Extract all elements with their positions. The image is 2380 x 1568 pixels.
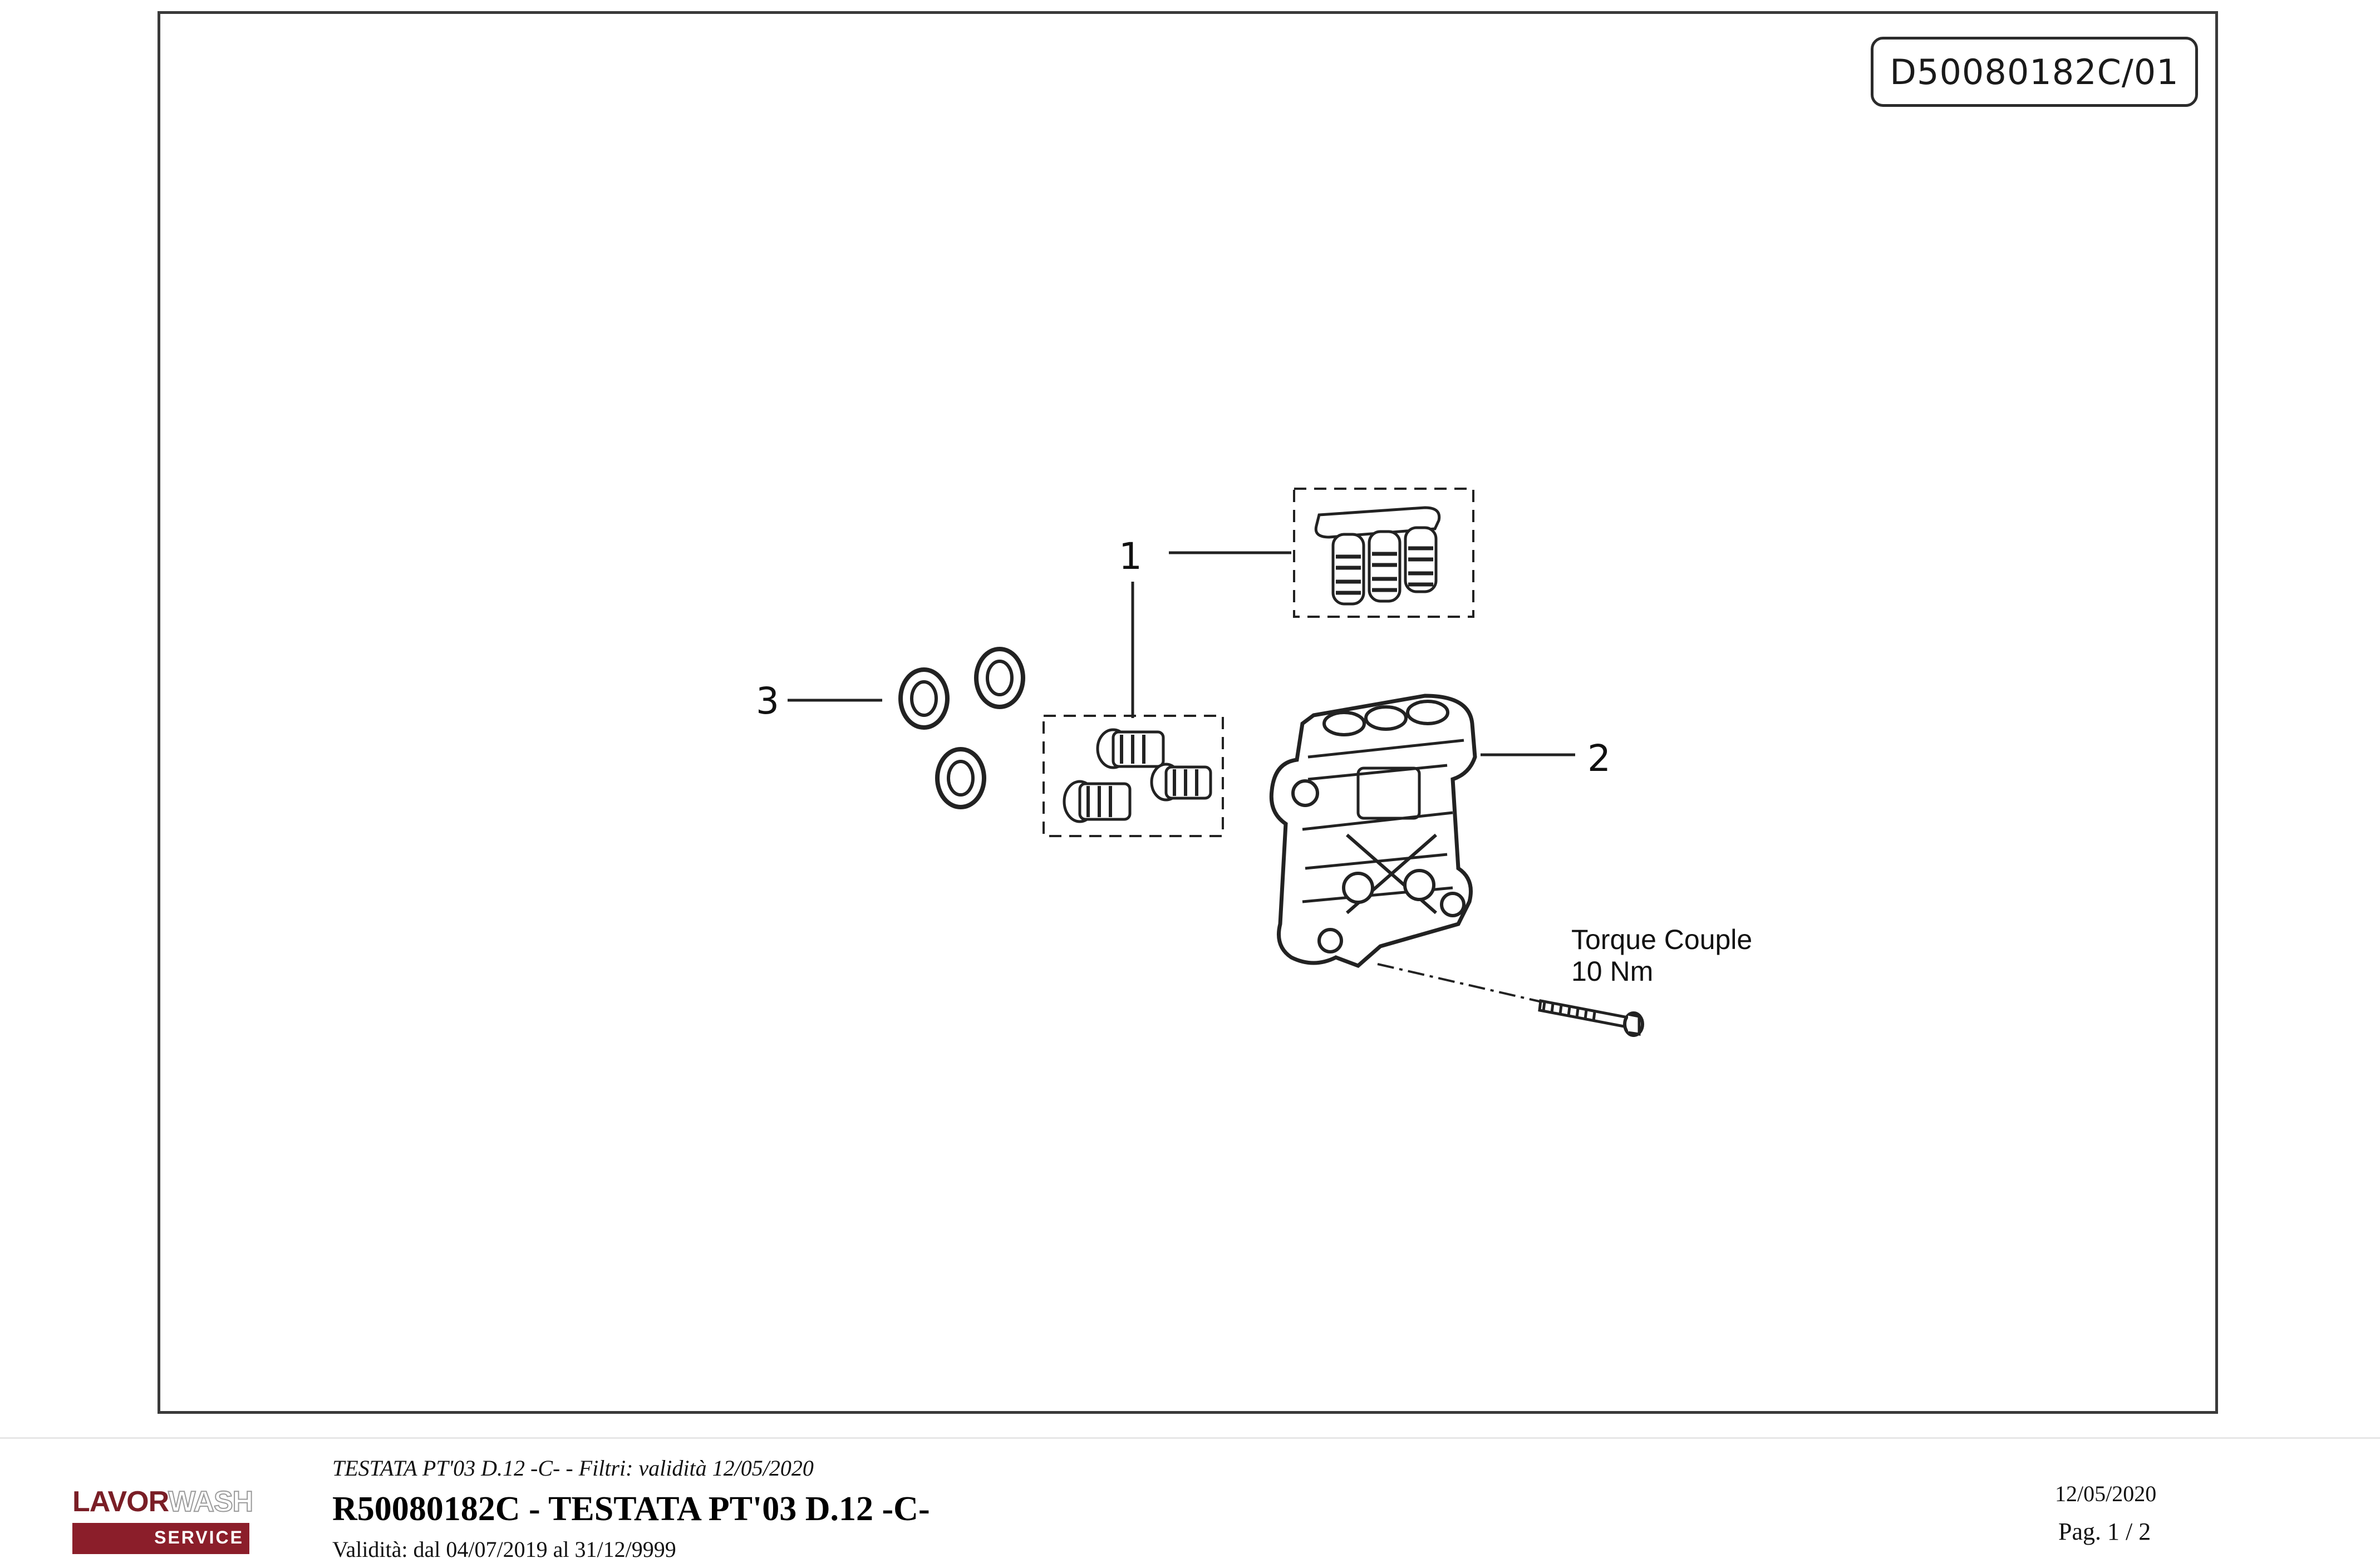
- page-number: Pag. 1 / 2: [2058, 1518, 2151, 1545]
- validity-line: Validità: dal 04/07/2019 al 31/12/9999: [332, 1537, 676, 1562]
- torque-label-line1: Torque Couple: [1571, 924, 1752, 955]
- drawing-frame: [158, 11, 2218, 1414]
- screw-icon: [1538, 999, 1644, 1037]
- filter-line: TESTATA PT'03 D.12 -C- - Filtri: validit…: [332, 1456, 814, 1481]
- logo-brand-dark: LAVOR: [72, 1486, 169, 1518]
- print-date: 12/05/2020: [2055, 1481, 2157, 1506]
- screw-axis-line: [1377, 963, 1542, 1003]
- drawing-code: D50080182C/01: [1890, 51, 2179, 92]
- logo-service-bar: SERVICE: [72, 1523, 249, 1554]
- document-title: R50080182C - TESTATA PT'03 D.12 -C-: [332, 1490, 930, 1528]
- valve-parts-icon: [1063, 728, 1212, 823]
- callout-1-label: 1: [1119, 535, 1142, 578]
- footer-divider: [0, 1437, 2380, 1439]
- callout-3-group: 3: [756, 680, 882, 722]
- callout-2-group: 2: [1481, 737, 1611, 780]
- logo-brand-light: WASH: [168, 1485, 254, 1518]
- valve-cartridge-assembly-icon: [1314, 506, 1441, 606]
- pump-head-icon: [1269, 694, 1477, 969]
- valve-kit-box-top: [1293, 488, 1474, 618]
- seal-rings-icon: [898, 647, 1025, 809]
- callout-1-group: 1: [1119, 535, 1291, 718]
- logo-service-text: SERVICE: [154, 1527, 244, 1547]
- drawing-code-box: D50080182C/01: [1871, 37, 2198, 107]
- callout-3-label: 3: [756, 680, 779, 722]
- company-logo: LAVORWASH SERVICE: [72, 1485, 254, 1555]
- valve-kit-box-bottom: [1043, 715, 1224, 837]
- logo-wordmark: LAVORWASH: [72, 1485, 254, 1518]
- callout-2-label: 2: [1587, 737, 1611, 780]
- torque-label-line2: 10 Nm: [1571, 956, 1653, 987]
